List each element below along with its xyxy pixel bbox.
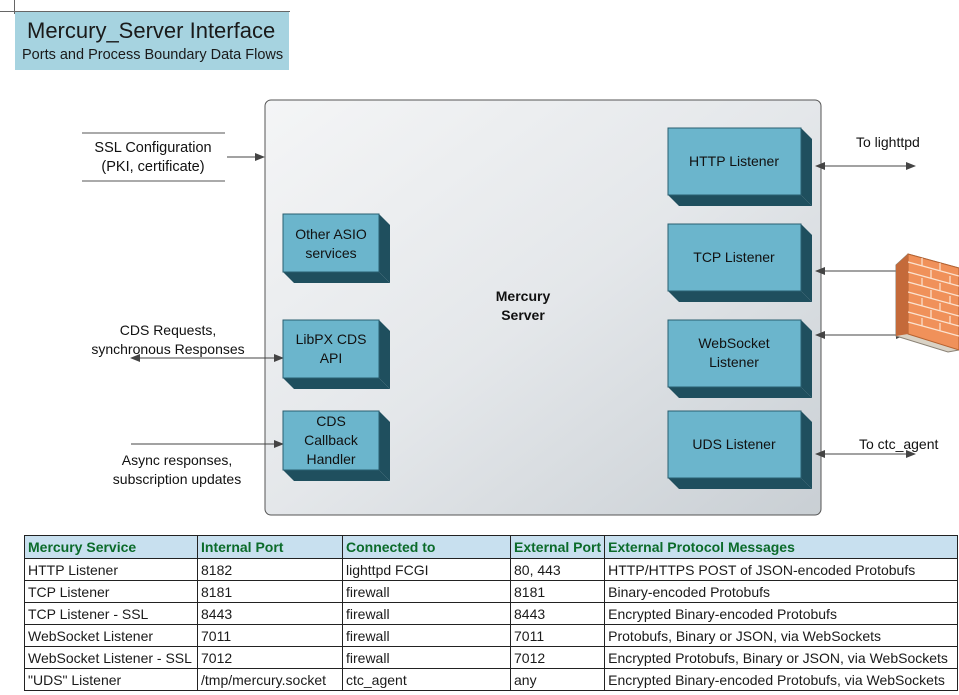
http-listener-block: HTTP Listener <box>667 127 812 206</box>
uds-listener-label: UDS Listener <box>692 436 776 452</box>
cds-callback-handler-block: CDS Callback Handler <box>282 410 390 481</box>
table-cell: TCP Listener - SSL <box>24 602 198 625</box>
title-box: Mercury_Server Interface Ports and Proce… <box>15 12 289 70</box>
table-cell: Encrypted Protobufs, Binary or JSON, via… <box>604 646 959 669</box>
server-label-line2: Server <box>501 307 545 323</box>
table-row: TCP Listener - SSL 8443 firewall 8443 En… <box>24 602 959 625</box>
table-cell: TCP Listener <box>24 580 198 603</box>
table-cell: HTTP Listener <box>24 558 198 581</box>
callback-label-line3: Handler <box>306 451 355 467</box>
col-header-internal-port: Internal Port <box>197 535 343 559</box>
tcp-listener-block: TCP Listener <box>667 223 812 302</box>
brick-firewall-icon <box>895 253 959 353</box>
cds-requests-label-line2: synchronous Responses <box>91 341 244 357</box>
table-cell: /tmp/mercury.socket <box>197 668 343 691</box>
callback-label-line1: CDS <box>316 413 346 429</box>
dataflow-diagram: Mercury Server SSL Configuration (PKI, c… <box>82 99 959 516</box>
ssl-config-label-line1: SSL Configuration <box>94 140 211 156</box>
table-cell: 7011 <box>509 624 606 647</box>
table-cell: lighttpd FCGI <box>342 558 511 581</box>
other-asio-services-block: Other ASIO services <box>282 213 390 283</box>
table-cell: 7011 <box>197 624 343 647</box>
table-row: WebSocket Listener 7011 firewall 7011 Pr… <box>24 624 959 647</box>
to-lighttpd-label: To lighttpd <box>856 134 920 150</box>
table-cell: ctc_agent <box>342 668 511 691</box>
table-cell: Encrypted Binary-encoded Protobufs <box>604 602 959 625</box>
libpx-cds-api-block: LibPX CDS API <box>282 319 390 389</box>
table-cell: Binary-encoded Protobufs <box>604 580 959 603</box>
table-cell: 8181 <box>509 580 606 603</box>
table-cell: HTTP/HTTPS POST of JSON-encoded Protobuf… <box>604 558 959 581</box>
table-row: "UDS" Listener /tmp/mercury.socket ctc_a… <box>24 668 959 691</box>
other-asio-label-line1: Other ASIO <box>295 226 367 242</box>
other-asio-label-line2: services <box>305 245 356 261</box>
websocket-listener-block: WebSocket Listener <box>667 319 812 398</box>
to-ctc-agent-label: To ctc_agent <box>859 436 938 452</box>
diagram-title: Mercury_Server Interface <box>27 18 276 43</box>
table-cell: 8443 <box>197 602 343 625</box>
async-responses-label-line2: subscription updates <box>113 471 241 487</box>
diagram-subtitle: Ports and Process Boundary Data Flows <box>22 47 284 63</box>
table-row: WebSocket Listener - SSL 7012 firewall 7… <box>24 646 959 669</box>
uds-listener-block: UDS Listener <box>667 410 812 489</box>
table-cell: firewall <box>342 646 511 669</box>
table-cell: WebSocket Listener <box>24 624 198 647</box>
table-row: TCP Listener 8181 firewall 8181 Binary-e… <box>24 580 959 603</box>
ssl-config-label-line2: (PKI, certificate) <box>101 159 204 175</box>
websocket-listener-label-line2: Listener <box>709 354 759 370</box>
table-cell: 7012 <box>197 646 343 669</box>
table-cell: WebSocket Listener - SSL <box>24 646 198 669</box>
cds-requests-label-line1: CDS Requests, <box>120 322 216 338</box>
libpx-label-line1: LibPX CDS <box>296 331 367 347</box>
table-cell: 8443 <box>509 602 606 625</box>
table-cell: "UDS" Listener <box>24 668 198 691</box>
table-cell: 8181 <box>197 580 343 603</box>
table-row: HTTP Listener 8182 lighttpd FCGI 80, 443… <box>24 558 959 581</box>
table-cell: 8182 <box>197 558 343 581</box>
libpx-label-line2: API <box>320 350 343 366</box>
table-cell: any <box>509 668 606 691</box>
table-cell: 7012 <box>509 646 606 669</box>
table-header-row: Mercury Service Internal Port Connected … <box>24 535 959 559</box>
table-cell: firewall <box>342 580 511 603</box>
corner-rule-horizontal <box>0 11 290 12</box>
table-cell: Encrypted Binary-encoded Protobufs, via … <box>604 668 959 691</box>
table-cell: 80, 443 <box>509 558 606 581</box>
corner-rule-vertical <box>14 0 15 14</box>
callback-label-line2: Callback <box>304 432 359 448</box>
table-cell: firewall <box>342 602 511 625</box>
table-cell: Protobufs, Binary or JSON, via WebSocket… <box>604 624 959 647</box>
server-label-line1: Mercury <box>496 288 551 304</box>
col-header-protocol: External Protocol Messages <box>604 535 959 559</box>
tcp-listener-label: TCP Listener <box>693 249 775 265</box>
col-header-connected-to: Connected to <box>342 535 511 559</box>
http-listener-label: HTTP Listener <box>689 153 779 169</box>
col-header-service: Mercury Service <box>24 535 198 559</box>
table-cell: firewall <box>342 624 511 647</box>
async-responses-label-line1: Async responses, <box>122 452 233 468</box>
websocket-listener-label-line1: WebSocket <box>698 335 769 351</box>
port-table: Mercury Service Internal Port Connected … <box>24 535 959 691</box>
col-header-external-port: External Port <box>509 535 606 559</box>
